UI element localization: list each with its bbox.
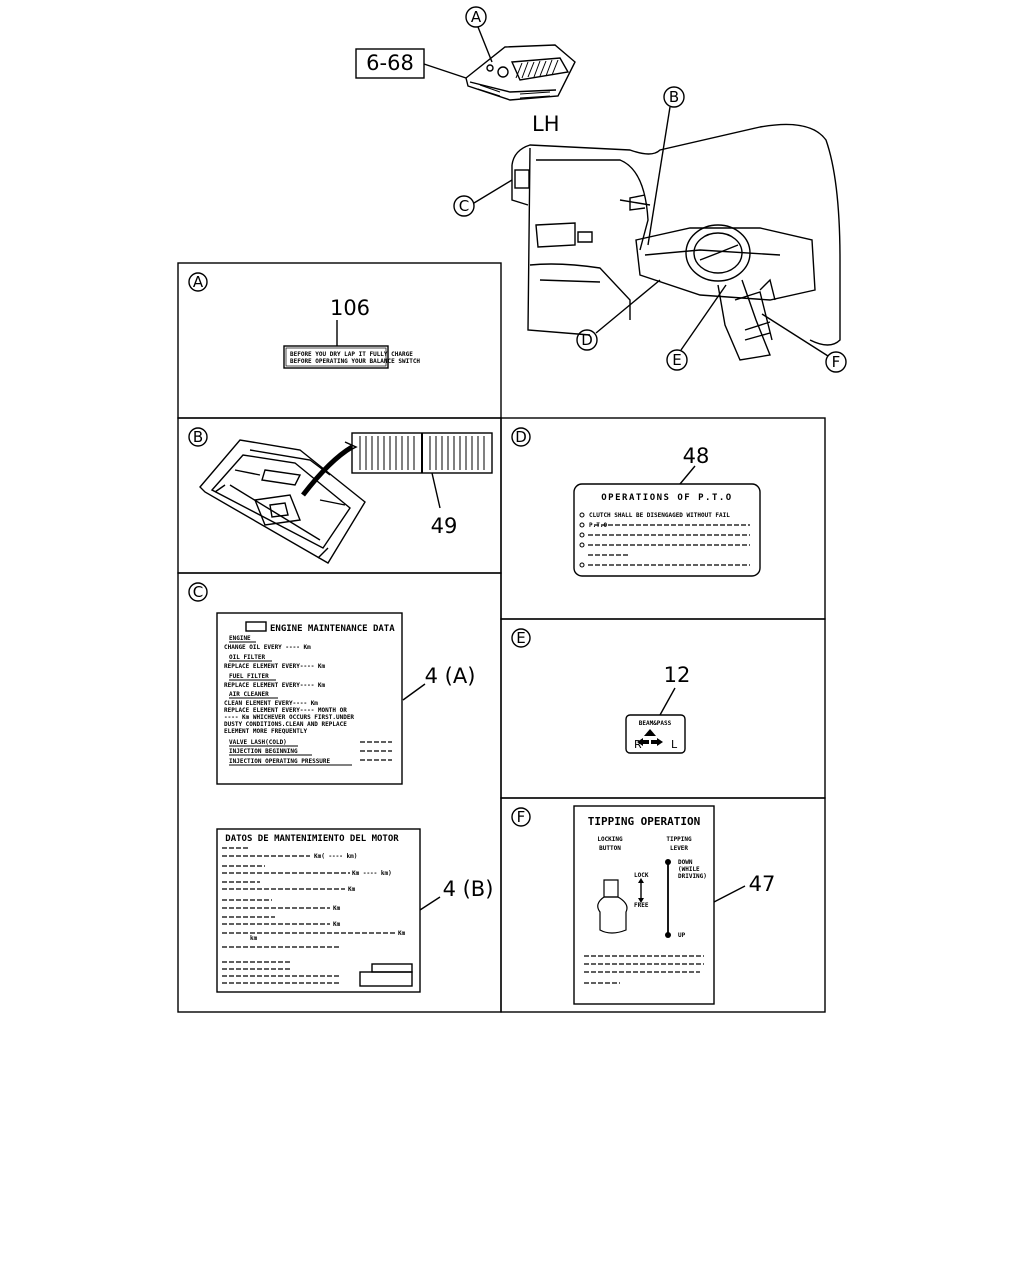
tipping-title: TIPPING OPERATION	[588, 815, 701, 828]
label-b-unit: km	[250, 935, 258, 942]
label-a-line: ENGINE	[229, 635, 251, 642]
label-a-line: ELEMENT MORE FREQUENTLY	[224, 728, 307, 735]
down-label: DOWN	[678, 859, 693, 866]
label-a-line: DUSTY CONDITIONS.CLEAN AND REPLACE	[224, 721, 347, 728]
panel-c-frame	[177, 572, 502, 1013]
label-a-line: REPLACE ELEMENT EVERY---- Km	[224, 682, 326, 689]
panel-e-letter: E	[516, 629, 525, 647]
panel-a-label-line2: BEFORE OPERATING YOUR BALANCE SWITCH	[290, 358, 420, 365]
label-b-part-no: 4 (B)	[443, 877, 494, 901]
panel-d-part-no: 48	[683, 444, 710, 468]
overview-drawing	[355, 6, 847, 373]
label-a-line: REPLACE ELEMENT EVERY---- Km	[224, 663, 326, 670]
beam-pass-label	[625, 714, 686, 754]
panel-f-part-no: 47	[749, 872, 776, 896]
callout-d-letter: D	[581, 331, 593, 349]
panel-c-letter: C	[193, 583, 203, 601]
callout-c-letter: C	[459, 197, 469, 215]
pto-line-2: P.T.O	[589, 522, 607, 529]
ref-box	[355, 48, 425, 79]
callout-e-letter: E	[672, 351, 681, 369]
label-a-line: FUEL FILTER	[229, 673, 269, 680]
callout-a-circle	[465, 6, 487, 28]
callout-f-letter: F	[832, 353, 841, 371]
locking-label: LOCKING	[597, 836, 623, 843]
beam-pass-left: L	[671, 738, 678, 751]
label-b-unit: Km	[333, 921, 341, 928]
pto-line-1: CLUTCH SHALL BE DISENGAGED WITHOUT FAIL	[589, 512, 730, 519]
panel-a-label	[283, 345, 389, 369]
side-label: LH	[532, 112, 560, 136]
panel-f-letter: F	[517, 808, 526, 826]
label-b-unit: Km( ---- km)	[314, 853, 357, 860]
ref-box-text: 6-68	[366, 51, 414, 75]
label-b-unit: Km	[348, 886, 356, 893]
panel-e-part-no: 12	[664, 663, 691, 687]
label-a-line: VALVE LASH(COLD)	[229, 739, 287, 746]
beam-pass-right: R	[634, 738, 642, 751]
free-label: FREE	[634, 902, 649, 909]
label-a-line: INJECTION OPERATING PRESSURE	[229, 758, 331, 765]
lock-label: LOCK	[634, 872, 649, 879]
while-label: (WHILE	[678, 866, 700, 873]
label-b-unit: Km ---- km)	[352, 870, 392, 877]
engine-data-label-a	[216, 612, 403, 785]
button-label: BUTTON	[599, 845, 621, 852]
label-a-line: CHANGE OIL EVERY ---- Km	[224, 644, 311, 651]
overhead-console	[465, 44, 576, 101]
panel-f-frame	[500, 797, 826, 1013]
up-label: UP	[678, 932, 686, 939]
label-b-unit: Km	[398, 930, 406, 937]
callout-b-letter: B	[669, 88, 679, 106]
engine-data-label-b	[216, 828, 421, 993]
label-a-title: ENGINE MAINTENANCE DATA	[270, 624, 395, 634]
panel-a-letter: A	[193, 273, 204, 291]
panel-b-drawing	[199, 432, 493, 564]
label-a-part-no: 4 (A)	[425, 664, 476, 688]
lever-label: LEVER	[670, 845, 688, 852]
label-b-unit: Km	[333, 905, 341, 912]
tipping-label: TIPPING	[666, 836, 692, 843]
panel-b-letter: B	[193, 428, 203, 446]
panel-b-frame	[177, 417, 502, 574]
label-b-title: DATOS DE MANTENIMIENTO DEL MOTOR	[225, 834, 399, 844]
label-a-line: AIR CLEANER	[229, 691, 269, 698]
pto-title: OPERATIONS OF P.T.O	[601, 493, 732, 503]
panel-a-frame	[177, 262, 502, 419]
beam-pass-title: BEAM&PASS	[639, 720, 672, 727]
tipping-operation-label	[573, 805, 715, 1005]
label-a-line: OIL FILTER	[229, 654, 266, 661]
label-a-line: ---- Km WHICHEVER OCCURS FIRST.UNDER	[224, 714, 354, 721]
panel-d-letter: D	[515, 428, 527, 446]
driving-label: DRIVING)	[678, 873, 707, 880]
panel-b-part-no: 49	[431, 514, 458, 538]
panel-frames	[177, 262, 826, 1013]
panel-a-label-line1: BEFORE YOU DRY LAP IT FULLY CHARGE	[290, 351, 413, 358]
label-a-line: INJECTION BEGINNING	[229, 748, 298, 755]
label-a-line: REPLACE ELEMENT EVERY---- MONTH OR	[224, 707, 347, 714]
panel-a-part-no: 106	[330, 296, 370, 320]
pto-label	[573, 483, 761, 577]
callout-a-letter: A	[471, 8, 482, 26]
label-a-line: CLEAN ELEMENT EVERY---- Km	[224, 700, 318, 707]
